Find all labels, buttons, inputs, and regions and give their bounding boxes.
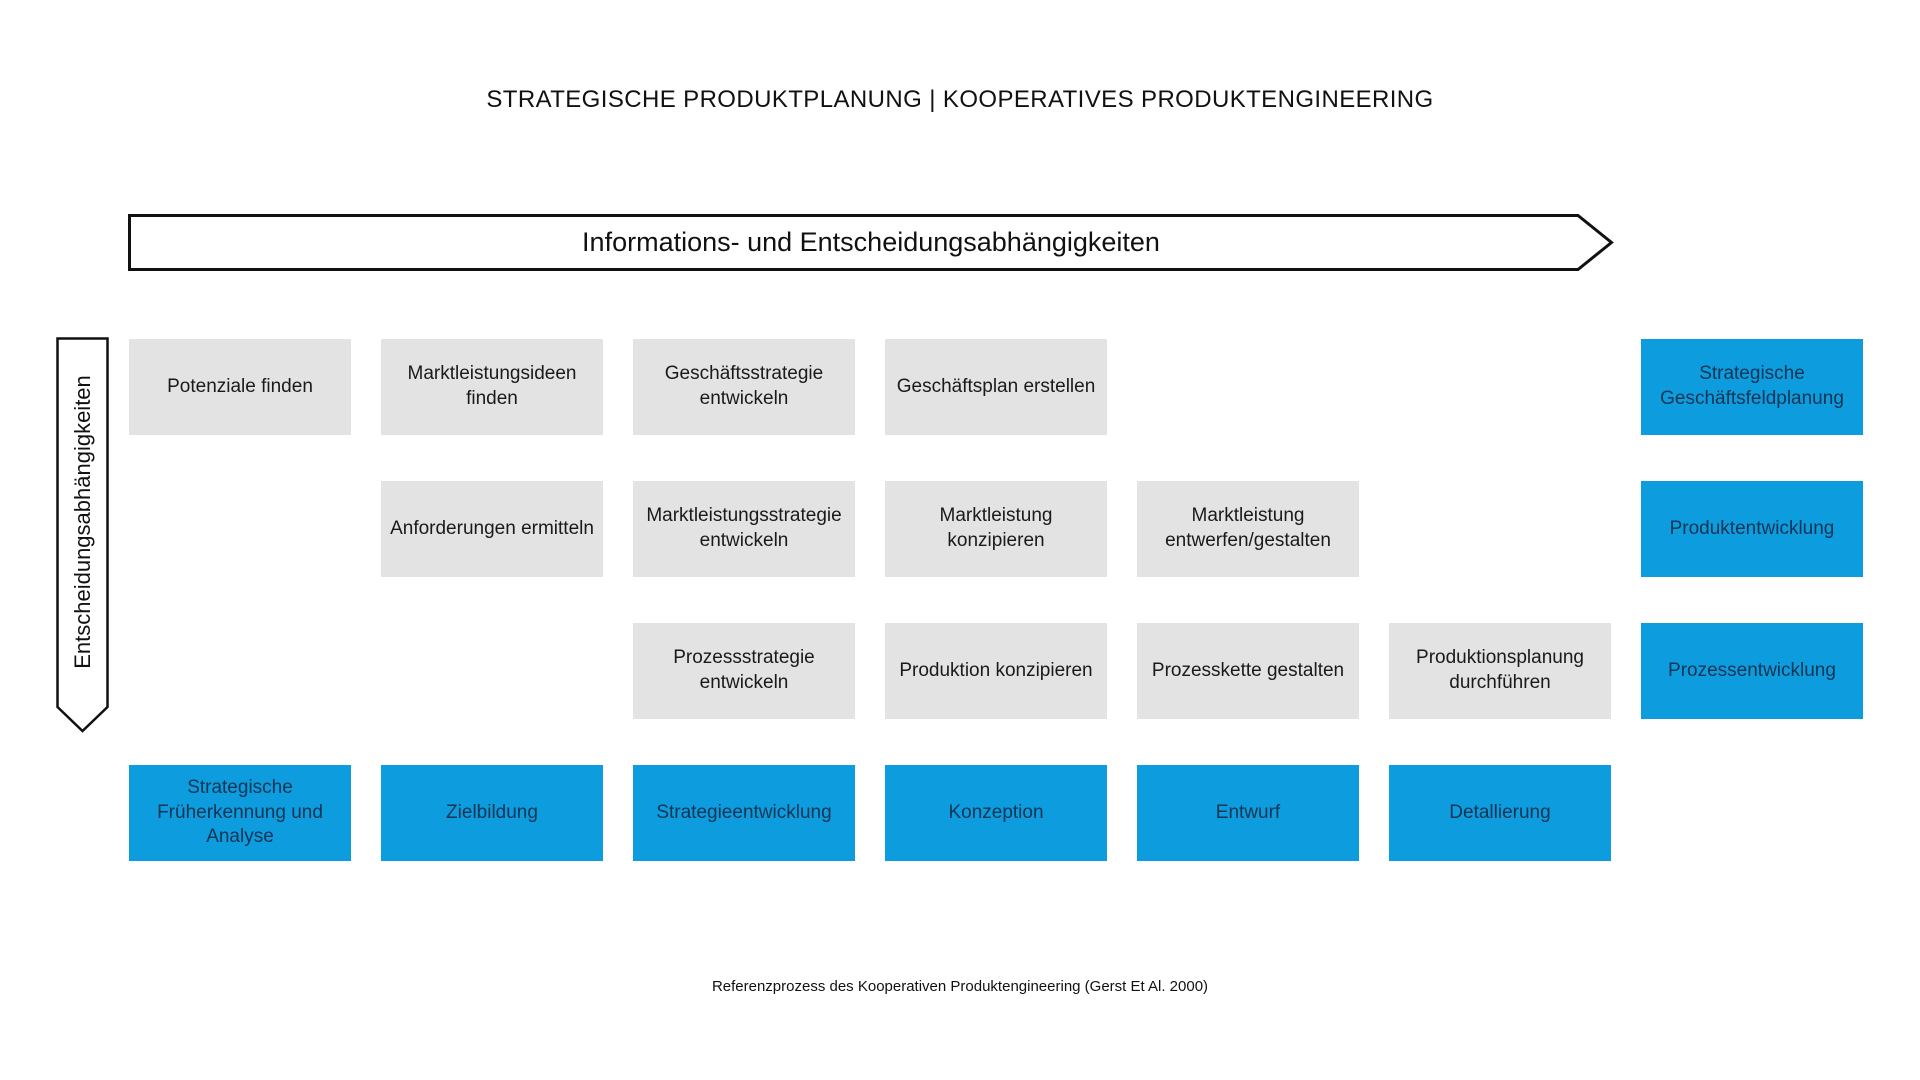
process-box: Marktleistung konzipieren <box>885 481 1107 577</box>
process-box: Marktleistungsideen finden <box>381 339 603 435</box>
phase-box: Strategische Geschäftsfeldplanung <box>1641 339 1863 435</box>
right-arrow-shape <box>128 214 1614 271</box>
box-label: Potenziale finden <box>167 375 313 397</box>
process-box: Produktionsplanung durchführen <box>1389 623 1611 719</box>
process-box: Geschäftsstrategie entwickeln <box>633 339 855 435</box>
box-label: Produktion konzipieren <box>899 659 1093 681</box>
box-label: Strategische Geschäftsfeldplanung <box>1660 363 1844 409</box>
box-label: Zielbildung <box>446 801 538 823</box>
box-label: Strategieentwicklung <box>656 801 832 823</box>
box-label: Marktleistung konzipieren <box>939 505 1053 551</box>
box-label: Marktleistung entwerfen/gestalten <box>1165 505 1331 551</box>
process-box: Marktleistungsstrategie entwickeln <box>633 481 855 577</box>
phase-box: Entwurf <box>1137 765 1359 861</box>
process-box: Geschäftsplan erstellen <box>885 339 1107 435</box>
phase-box: Produktentwicklung <box>1641 481 1863 577</box>
phase-box: Konzeption <box>885 765 1107 861</box>
box-label: Produktionsplanung durchführen <box>1416 647 1584 693</box>
box-label: Strategische Früherkennung und Analyse <box>157 776 323 848</box>
process-matrix: Potenziale finden Marktleistungsideen fin… <box>129 339 1863 861</box>
process-box: Potenziale finden <box>129 339 351 435</box>
side-arrow-label: Entscheidungsabhängigkeiten <box>69 375 95 669</box>
box-label: Entwurf <box>1215 801 1281 823</box>
vertical-arrow: Entscheidungsabhängigkeiten <box>56 337 109 734</box>
box-label: Detallierung <box>1449 801 1551 823</box>
box-label: Prozessentwicklung <box>1668 659 1836 681</box>
phase-box: Strategieentwicklung <box>633 765 855 861</box>
process-box: Anforderungen ermitteln <box>381 481 603 577</box>
phase-box: Strategische Früherkennung und Analyse <box>129 765 351 861</box>
phase-box: Detallierung <box>1389 765 1611 861</box>
box-label: Prozessstrategie entwickeln <box>673 647 815 693</box>
process-box: Marktleistung entwerfen/gestalten <box>1137 481 1359 577</box>
box-label: Marktleistungsstrategie entwickeln <box>646 505 842 551</box>
process-box: Produktion konzipieren <box>885 623 1107 719</box>
box-label: Prozesskette gestalten <box>1151 659 1345 681</box>
process-box: Prozesskette gestalten <box>1137 623 1359 719</box>
down-arrow-shape <box>56 337 109 733</box>
box-label: Produktentwicklung <box>1669 517 1835 539</box>
process-box: Prozessstrategie entwickeln <box>633 623 855 719</box>
page-title: STRATEGISCHE PRODUKTPLANUNG | KOOPERATIV… <box>486 86 1434 113</box>
phase-box: Prozessentwicklung <box>1641 623 1863 719</box>
figure-caption: Referenzprozess des Kooperativen Produkt… <box>711 978 1209 995</box>
box-label: Geschäftsplan erstellen <box>896 375 1096 397</box>
banner-label: Informations- und Entscheidungsabhängigk… <box>582 227 1160 257</box>
box-label: Geschäftsstrategie entwickeln <box>664 363 824 409</box>
box-label: Marktleistungsideen finden <box>407 363 577 409</box>
horizontal-arrow-banner: Informations- und Entscheidungsabhängigk… <box>128 214 1614 271</box>
box-label: Anforderungen ermitteln <box>390 517 594 539</box>
phase-box: Zielbildung <box>381 765 603 861</box>
box-label: Konzeption <box>948 801 1044 823</box>
